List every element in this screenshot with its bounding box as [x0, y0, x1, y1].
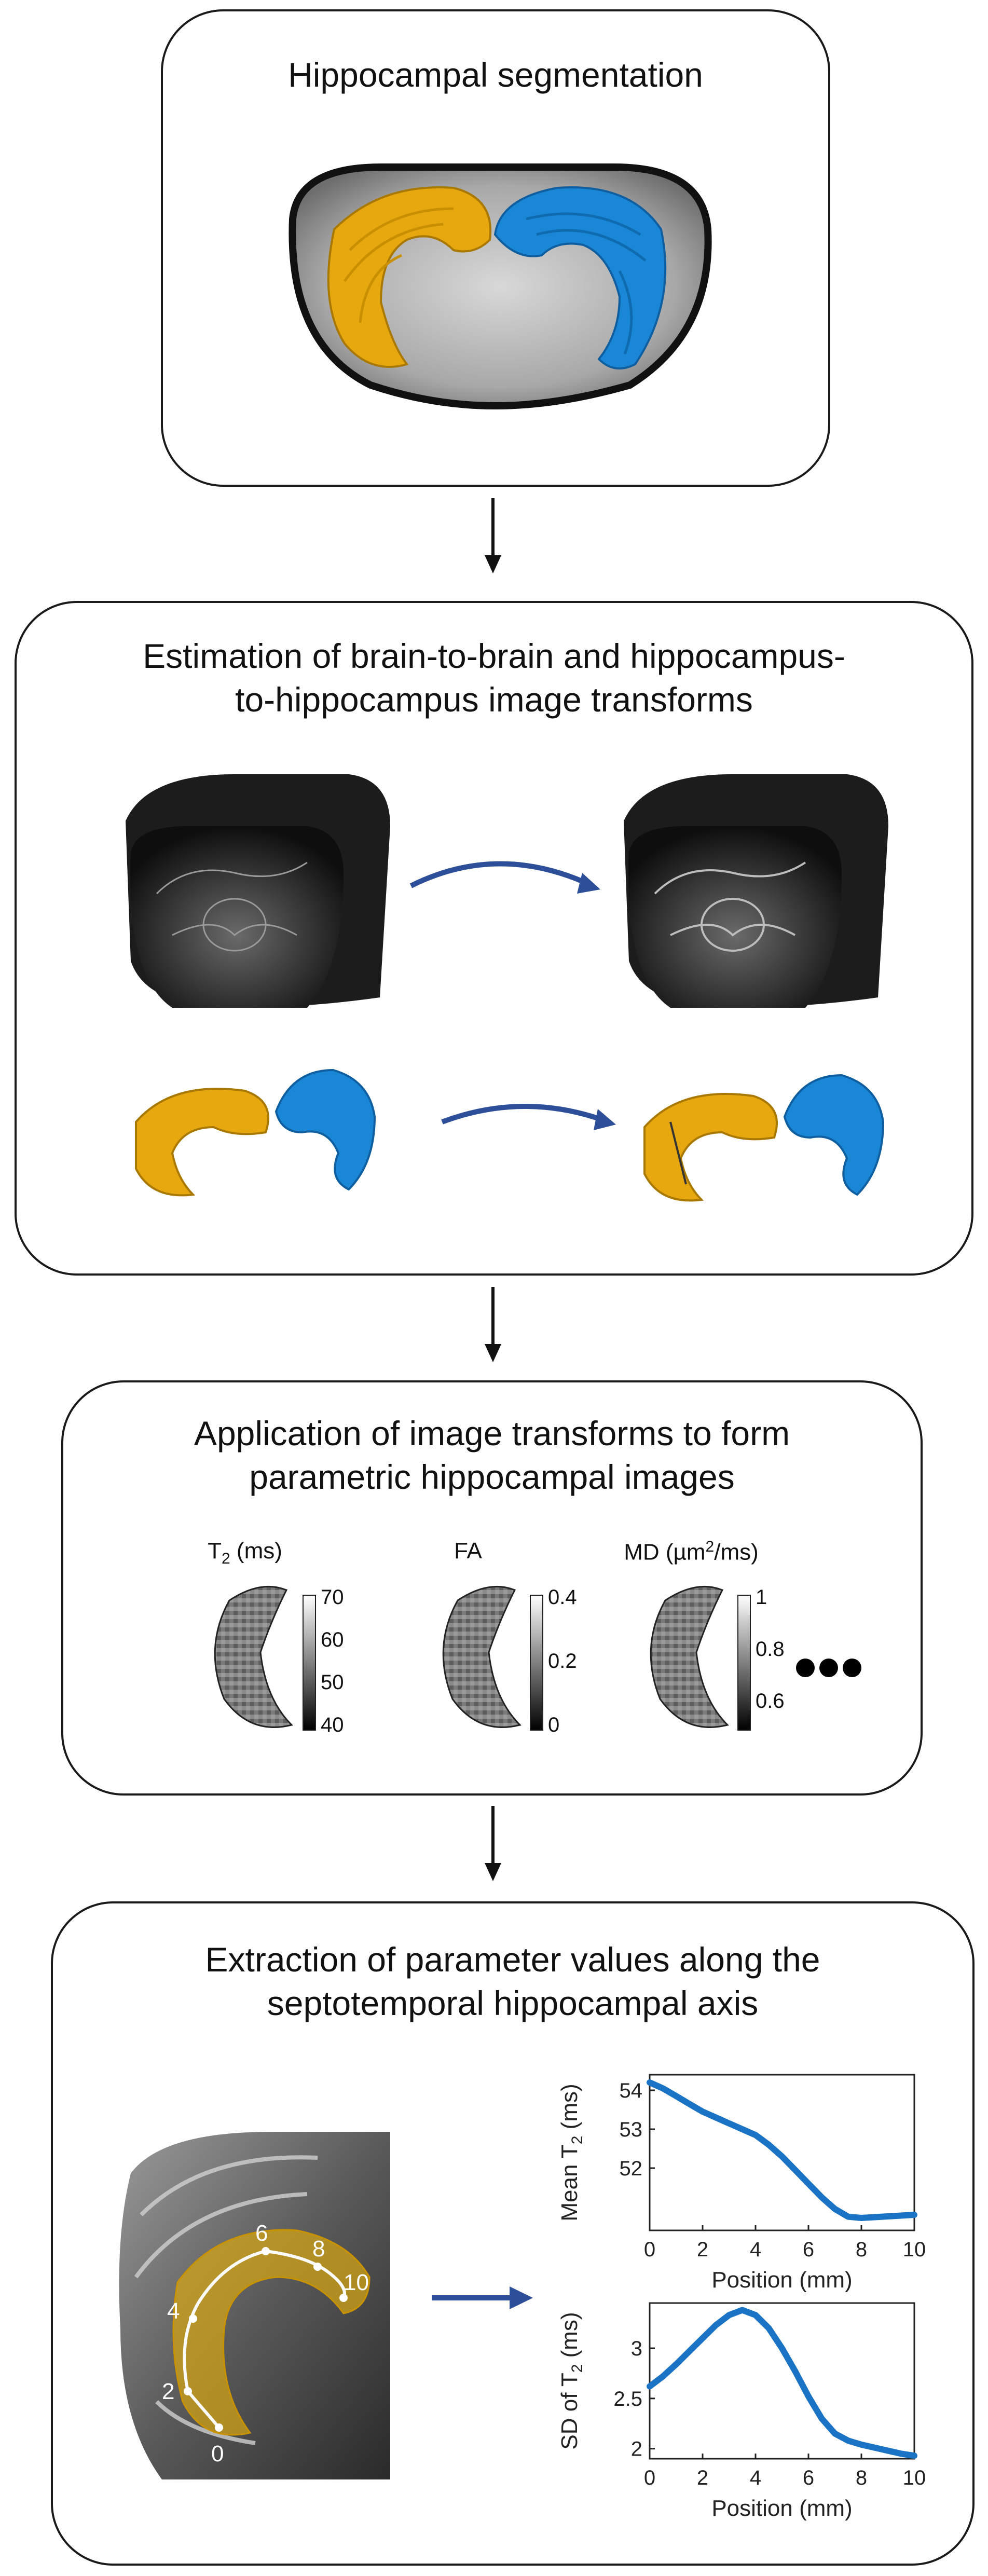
- axis-point-6: 6: [255, 2221, 268, 2246]
- fa-hippocampus-map: [442, 1585, 522, 1728]
- source-brain-image: [126, 774, 390, 1008]
- mean-t2-xtick-label: 8: [856, 2238, 867, 2261]
- parametric-maps: [214, 1585, 861, 1731]
- mean-t2-ylabel: Mean T2 (ms): [557, 2084, 586, 2221]
- sd-t2-xtick-label: 6: [803, 2467, 814, 2489]
- mean-t2-ytick-label: 52: [620, 2157, 643, 2180]
- extraction-arrow: [432, 2286, 533, 2309]
- hippocampus-overlay: [172, 2229, 371, 2436]
- sd-t2-ytick-label: 3: [631, 2337, 642, 2360]
- sd-t2-ytick-label: 2: [631, 2438, 642, 2461]
- sd-t2-xtick-label: 0: [644, 2467, 655, 2489]
- md-hippocampus-map: [650, 1585, 729, 1728]
- axis-point-0: 0: [211, 2441, 224, 2467]
- sd-t2-xtick-label: 2: [697, 2467, 708, 2489]
- panel-title: Hippocampal segmentation: [288, 56, 703, 94]
- sd-t2-series-line: [647, 2307, 917, 2459]
- source-hippocampus-pair: [135, 1068, 376, 1197]
- panel-transforms: Estimation of brain-to-brain and hippoca…: [15, 601, 973, 1276]
- mean-t2-ytick-label: 53: [620, 2118, 643, 2141]
- md-colorbar: [737, 1595, 751, 1731]
- arrow-down-2: [485, 1287, 501, 1362]
- axis-point-8: 8: [312, 2236, 325, 2262]
- sd-t2-xtick-label: 4: [750, 2467, 761, 2489]
- panel-parametric-maps: Application of image transforms to form …: [61, 1380, 923, 1796]
- left-hippocampus: [327, 186, 492, 368]
- arrow-down-1: [485, 498, 501, 573]
- hippocampus-transform-arrow: [441, 1104, 609, 1125]
- t2-hippocampus-map: [214, 1585, 293, 1728]
- mean-t2-xlabel: Position (mm): [711, 2267, 852, 2293]
- panel-title: Application of image transforms to form …: [194, 1414, 790, 1497]
- t2-colorbar: [303, 1595, 316, 1731]
- mean-t2-series-line: [647, 2079, 917, 2221]
- panel-segmentation: Hippocampal segmentation: [161, 9, 830, 487]
- panel-title: Estimation of brain-to-brain and hippoca…: [143, 637, 845, 719]
- arrow-down-3: [485, 1806, 501, 1881]
- mean-t2-xtick-label: 6: [803, 2238, 814, 2261]
- panel-extraction: Extraction of parameter values along the…: [51, 1901, 975, 2566]
- sd-t2-ylabel: SD of T2 (ms): [557, 2312, 586, 2449]
- sd-t2-xtick-label: 10: [903, 2467, 926, 2489]
- mean-t2-ytick-label: 54: [620, 2079, 643, 2102]
- sd-t2-ytick-label: 2.5: [613, 2388, 642, 2410]
- axis-point-2: 2: [162, 2379, 174, 2404]
- mean-t2-xtick-label: 10: [903, 2238, 926, 2261]
- more-maps-ellipsis-icon: [796, 1659, 861, 1677]
- fa-colorbar: [530, 1595, 543, 1731]
- axis-point-4: 4: [167, 2298, 180, 2324]
- mean-t2-xtick-label: 4: [750, 2238, 761, 2261]
- map-label-fa: FA: [454, 1538, 482, 1564]
- septotemporal-axis-line: [183, 2249, 346, 2429]
- segmented-brain-image: [289, 163, 712, 410]
- target-hippocampus-pair: [643, 1074, 885, 1202]
- brain-transform-arrow: [409, 861, 594, 888]
- sd-t2-xtick-label: 8: [856, 2467, 867, 2489]
- panel-title: Extraction of parameter values along the…: [205, 1940, 820, 2023]
- mean-t2-xtick-label: 0: [644, 2238, 655, 2261]
- mean-t2-plot-frame: [649, 2074, 915, 2231]
- map-label-md: MD (µm2/ms): [624, 1538, 759, 1565]
- map-label-t2: T2 (ms): [208, 1538, 282, 1567]
- right-hippocampus: [493, 186, 667, 369]
- mean-t2-xtick-label: 2: [697, 2238, 708, 2261]
- septotemporal-axis-image: 0 2 4 6 8 10: [119, 2132, 390, 2479]
- sd-t2-plot-frame: [649, 2302, 915, 2460]
- target-brain-image: [624, 774, 888, 1008]
- sd-t2-xlabel: Position (mm): [711, 2496, 852, 2521]
- transform-illustration: [126, 774, 888, 1202]
- axis-point-10: 10: [344, 2270, 369, 2295]
